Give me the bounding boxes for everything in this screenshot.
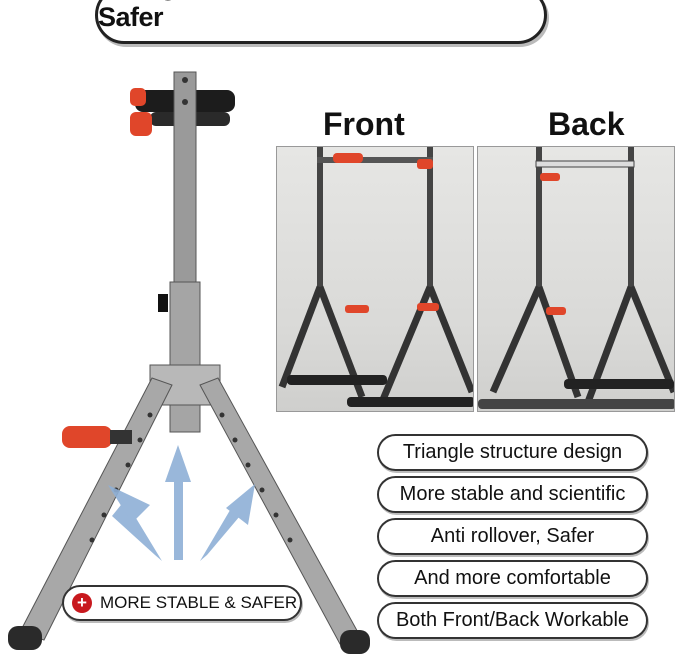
feature-text: And more comfortable <box>414 567 611 589</box>
front-view-image <box>276 146 474 412</box>
back-view-image <box>477 146 675 412</box>
page-title: Triangle Structure, More Stable & Safer <box>98 0 508 32</box>
feature-pill: More stable and scientific <box>377 476 648 513</box>
stable-safer-badge: + MORE STABLE & SAFER <box>62 585 302 621</box>
title-banner: Triangle Structure, More Stable & Safer <box>95 0 547 44</box>
front-label: Front <box>323 106 405 142</box>
product-illustration <box>8 71 370 654</box>
feature-pill: Triangle structure design <box>377 434 648 471</box>
back-label: Back <box>548 106 625 142</box>
feature-text: Both Front/Back Workable <box>395 609 630 631</box>
feature-text: More stable and scientific <box>399 483 626 505</box>
feature-pill: And more comfortable <box>377 560 648 597</box>
plus-circle-icon: + <box>72 593 92 613</box>
feature-text: Anti rollover, Safer <box>430 525 595 547</box>
badge-text: MORE STABLE & SAFER <box>100 593 298 612</box>
feature-pill: Anti rollover, Safer <box>377 518 648 555</box>
feature-text: Triangle structure design <box>402 441 623 463</box>
feature-pill: Both Front/Back Workable <box>377 602 648 639</box>
